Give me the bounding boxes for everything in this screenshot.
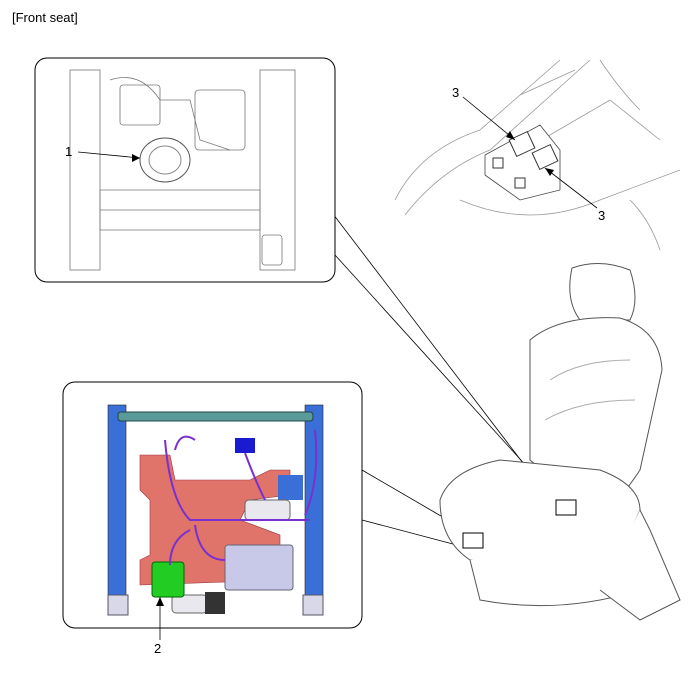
callout-3-upper: 3: [452, 85, 460, 100]
detail-box-seat-frame: [62, 381, 363, 629]
callout-3-lower: 3: [598, 208, 606, 223]
callout-2: 2: [154, 641, 162, 656]
callout-3-arrows: [462, 96, 598, 209]
front-seat: [439, 263, 681, 621]
seat-switch-panel: [484, 124, 561, 201]
page-title: [Front seat]: [12, 10, 78, 25]
callout-1: 1: [65, 144, 73, 159]
detail-box-seat-underside: [34, 57, 336, 283]
callout-2-arrow: [156, 597, 164, 640]
power-seat-module: [151, 561, 185, 598]
seat-heater-module: [139, 137, 191, 183]
